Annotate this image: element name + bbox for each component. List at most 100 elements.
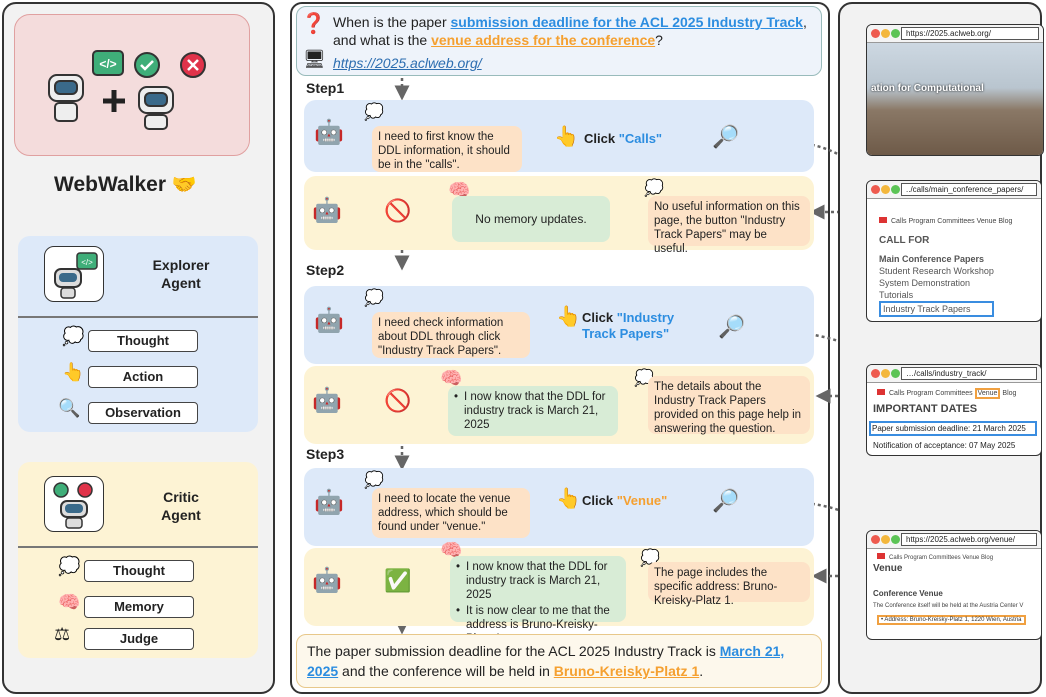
browser-url[interactable]: https://2025.aclweb.org/venue/: [901, 533, 1037, 546]
browser-toolbar: https://2025.aclweb.org/venue/: [867, 531, 1041, 549]
critic-judge-label: Judge: [84, 628, 194, 650]
query-box: ❓ 🖥 When is the paper submission deadlin…: [296, 6, 822, 76]
browser-toolbar: https://2025.aclweb.org/: [867, 25, 1043, 43]
answer-part3: .: [699, 663, 704, 679]
pointer-hand-icon: 👆: [554, 126, 579, 148]
brain-memory-icon: 🧠: [448, 180, 471, 200]
divider: [18, 546, 258, 548]
thought-bubble-icon: 💭: [364, 290, 384, 307]
query-part3: ?: [655, 32, 663, 48]
critic-name-line2: Agent: [161, 507, 201, 523]
browser-url[interactable]: ../calls/main_conference_papers/: [901, 183, 1037, 196]
webwalker-title-text: WebWalker: [54, 173, 167, 196]
site-nav: Calls Program Committees Venue Blog: [879, 217, 1012, 225]
explorer-robot-icon: 🤖: [314, 489, 344, 516]
calls-item[interactable]: Student Research Workshop: [879, 266, 994, 276]
judge-icon: ⚖: [54, 624, 71, 644]
step3-click: Click "Venue": [582, 492, 667, 510]
observation-icon: 🔎: [712, 124, 740, 149]
step2-title: Step2: [306, 262, 345, 278]
svg-text:</>: </>: [99, 57, 116, 71]
thought-bubble-icon: 💭: [58, 556, 81, 576]
calls-item[interactable]: Tutorials: [879, 290, 914, 300]
home-banner-image: ation for Computational: [867, 43, 1043, 155]
step3-memory1-text: I now know that the DDL for industry tra…: [466, 561, 608, 601]
observation-icon: 🔎: [718, 314, 746, 339]
calls-list: Main Conference Papers Student Research …: [879, 253, 994, 317]
click-target-industry[interactable]: "Industry Track Papers": [582, 310, 675, 341]
site-nav-links[interactable]: Calls Program Committees Venue Blog: [889, 555, 994, 561]
click-prefix: Click: [582, 310, 617, 325]
click-target-venue[interactable]: "Venue": [616, 493, 668, 508]
critic-robot-icon: 🤖: [312, 387, 342, 414]
calls-item[interactable]: System Demonstration: [879, 278, 971, 288]
calls-heading: CALL FOR: [879, 235, 930, 246]
dates-heading: IMPORTANT DATES: [873, 403, 978, 415]
browser-url[interactable]: …/calls/industry_track/: [901, 367, 1037, 380]
pointer-hand-icon: 👆: [556, 306, 581, 328]
calls-item-industry-track[interactable]: Industry Track Papers: [879, 301, 994, 317]
question-icon: ❓: [301, 13, 326, 35]
deadline-line: Paper submission deadline: 21 March 2025: [869, 421, 1037, 436]
step2-critic-thought: The details about the Industry Track Pap…: [648, 376, 810, 435]
site-nav-links[interactable]: Calls Program Committees Venue Blog: [891, 218, 1013, 225]
step3-thought: I need to locate the venue address, whic…: [372, 488, 530, 538]
query-link-deadline[interactable]: submission deadline for the ACL 2025 Ind…: [450, 14, 803, 30]
nav-venue-link[interactable]: Venue: [974, 388, 1001, 399]
browser-industry: …/calls/industry_track/ Calls Program Co…: [866, 364, 1042, 456]
calls-item[interactable]: Main Conference Papers: [879, 254, 985, 264]
observation-icon: 🔎: [712, 488, 740, 513]
click-target-calls[interactable]: "Calls": [618, 131, 663, 146]
brain-memory-icon: 🧠: [58, 592, 81, 612]
thought-bubble-icon: 💭: [364, 472, 384, 489]
logo-card: </>: [14, 14, 250, 156]
browser-venue: https://2025.aclweb.org/venue/ Calls Pro…: [866, 530, 1042, 640]
pointer-hand-icon: 👆: [556, 488, 581, 510]
explorer-robot-icon: 🤖: [314, 119, 344, 146]
answer-part1: The paper submission deadline for the AC…: [307, 643, 720, 659]
judge-accept-icon: ✅: [384, 568, 412, 593]
critic-robot-icon: [44, 476, 104, 532]
magnifier-document-icon: 🔍: [58, 398, 81, 418]
critic-thought-label: Thought: [84, 560, 194, 582]
web-icon: 🖥: [303, 49, 326, 69]
critic-agent-name: Critic Agent: [126, 488, 236, 524]
handshake-icon: 🤝: [171, 174, 197, 196]
home-banner-text: ation for Computational: [871, 83, 984, 94]
browser-url[interactable]: https://2025.aclweb.org/: [901, 27, 1039, 40]
venue-subheading: Conference Venue: [873, 589, 943, 598]
site-nav-links[interactable]: Calls Program Committees: [889, 390, 973, 397]
click-prefix: Click: [582, 493, 617, 508]
venue-heading: Venue: [873, 563, 903, 574]
venue-address-line: • Address: Bruno-Kreisky-Platz 1, 1220 W…: [877, 615, 1026, 625]
query-url[interactable]: https://2025.aclweb.org/: [333, 55, 482, 71]
browser-home: https://2025.aclweb.org/ ation for Compu…: [866, 24, 1044, 156]
webwalker-title: WebWalker 🤝: [54, 172, 197, 197]
nav-blog-link[interactable]: Blog: [1002, 390, 1017, 397]
judge-reject-icon: 🚫: [384, 388, 412, 413]
step1-memory: No memory updates.: [452, 196, 610, 242]
query-text: When is the paper submission deadline fo…: [333, 13, 819, 49]
explorer-action-label: Action: [88, 366, 198, 388]
critic-robot-icon: 🤖: [312, 567, 342, 594]
answer-date[interactable]: March 21, 2025: [307, 643, 785, 679]
step3-critic-thought: The page includes the specific address: …: [648, 562, 810, 607]
browser-toolbar: ../calls/main_conference_papers/: [867, 181, 1041, 199]
step2-memory-text: I now know that the DDL for industry tra…: [464, 391, 606, 431]
browser-calls: ../calls/main_conference_papers/ Calls P…: [866, 180, 1042, 322]
venue-line: The Conference itself will be held at th…: [873, 603, 1024, 609]
query-part2: , and what is the: [333, 14, 807, 48]
query-link-venue[interactable]: venue address for the conference: [431, 32, 656, 48]
step1-click: Click "Calls": [584, 130, 662, 148]
critic-robot-icon: 🤖: [312, 197, 342, 224]
explorer-name-line2: Agent: [161, 275, 201, 291]
step1-critic-thought: No useful information on this page, the …: [648, 196, 810, 255]
step3-memory: •I now know that the DDL for industry tr…: [450, 556, 626, 645]
robots-logo-icon: </>: [48, 50, 206, 130]
browser-toolbar: …/calls/industry_track/: [867, 365, 1041, 383]
explorer-thought-label: Thought: [88, 330, 198, 352]
answer-place[interactable]: Bruno-Kreisky-Platz 1: [553, 663, 700, 679]
step2-click: Click "Industry Track Papers": [582, 310, 692, 342]
thought-bubble-icon: 💭: [364, 104, 384, 121]
explorer-agent-card: </> Explorer Agent 💭 Thought 👆 Action 🔍 …: [18, 236, 258, 432]
